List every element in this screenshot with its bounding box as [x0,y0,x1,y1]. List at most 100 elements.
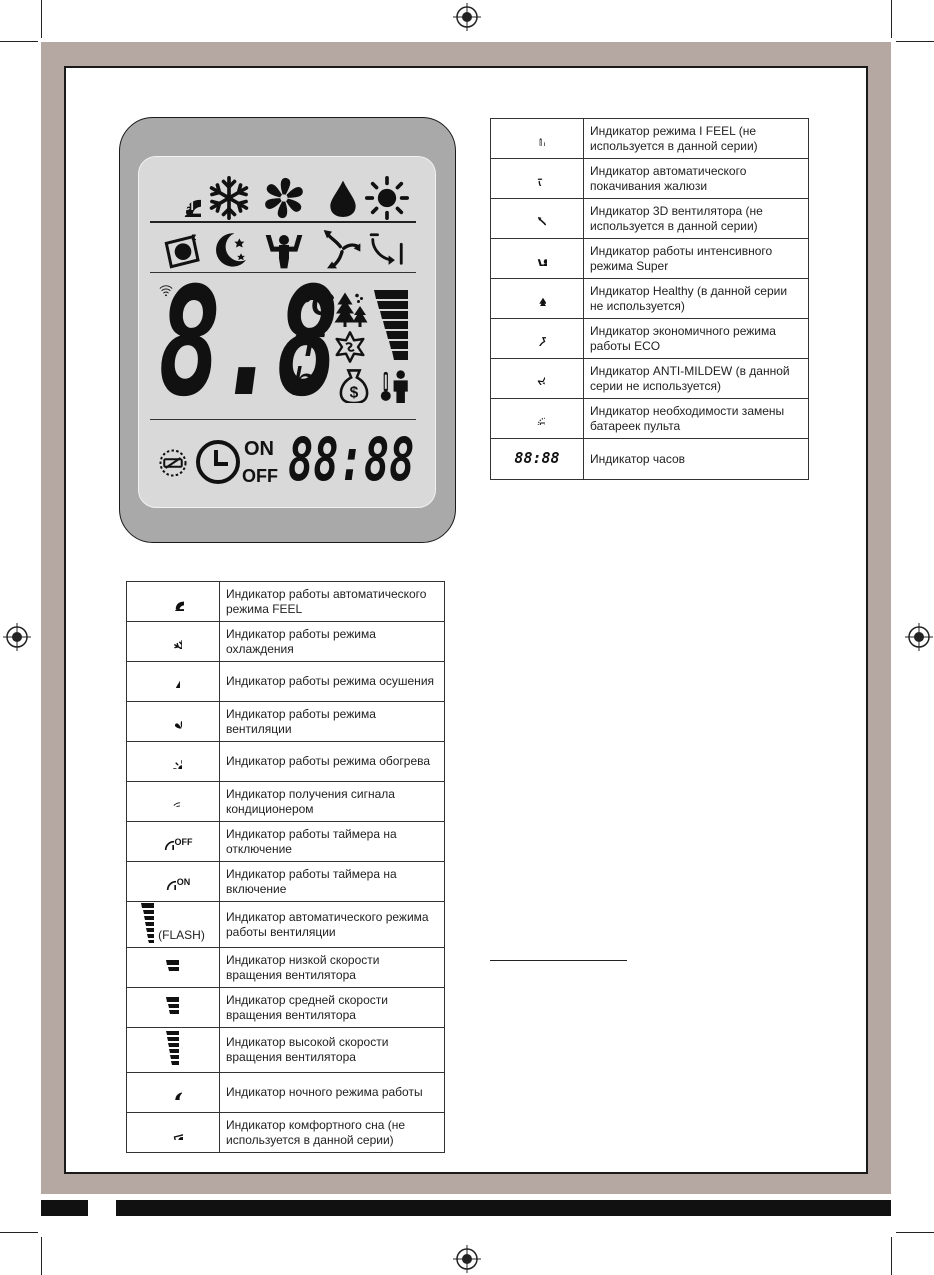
description-cell: Индикатор работы интенсивного режима Sup… [583,238,809,279]
table-row: Индикатор работы режима охлаждения [126,621,445,662]
icon-cell [126,581,220,622]
fan3d-icon [528,208,546,226]
icon-legend-table-right: Индикатор режима I FEEL (не используется… [490,118,809,480]
icon-legend-table-left: Индикатор работы автоматического режима … [126,581,445,1153]
battery-icon [529,409,545,425]
ifeel-icon [529,128,545,146]
registration-mark-left [3,623,31,651]
icon-cell [490,198,584,239]
sleep-icon [163,1122,183,1140]
registration-mark-top [453,3,481,31]
lcd-divider [150,221,416,223]
table-row: Индикатор необходимости замены батареек … [490,398,809,439]
icon-cell [126,987,220,1028]
description-cell: Индикатор работы режима вентиляции [219,701,445,742]
ifeel-icon [378,369,412,403]
table-row: Индикатор высокой скорости вращения вент… [126,1027,445,1073]
icon-label: 88:88 [514,449,560,467]
crop-mark [0,1232,38,1233]
celsius-label: °C [298,286,334,322]
icon-cell [490,318,584,359]
table-row: Индикатор средней скорости вращения вент… [126,987,445,1028]
crop-mark [0,41,38,42]
icon-cell: OFF [126,821,220,862]
table-row: Индикатор низкой скорости вращения венти… [126,947,445,988]
description-cell: Индикатор работы режима охлаждения [219,621,445,662]
clock-digits: 88:88 [288,425,415,495]
description-cell: Индикатор часов [583,438,809,480]
description-cell: Индикатор 3D вентилятора (не используетс… [583,198,809,239]
temperature-digits: 8.8 [158,256,339,430]
healthy-icon [333,291,369,327]
timer-on-icon: ON [156,870,191,890]
blank-line [490,960,627,961]
table-row: (FLASH) Индикатор автоматического режима … [126,901,445,948]
icon-label: (FLASH) [158,927,205,942]
super-icon [527,248,547,266]
description-cell: Индикатор получения сигнала кондиционеро… [219,781,445,822]
signal-icon [166,793,180,807]
description-cell: Индикатор средней скорости вращения вент… [219,987,445,1028]
icon-cell [490,118,584,159]
description-cell: Индикатор необходимости замены батареек … [583,398,809,439]
registration-mark-bottom [453,1245,481,1273]
description-cell: Индикатор работы режима осушения [219,661,445,702]
drop-icon [324,178,362,218]
fan-icon [164,711,182,729]
night-icon [164,1082,182,1100]
table-row: Индикатор 3D вентилятора (не используетс… [490,198,809,239]
table-row: Индикатор Healthy (в данной серии не исп… [490,278,809,319]
fan-medium-icon [166,996,180,1015]
description-cell: Индикатор высокой скорости вращения вент… [219,1027,445,1073]
fan-auto-icon: (FLASH) [141,902,205,943]
sun-icon [164,751,182,769]
crop-mark [41,0,42,38]
table-row: Индикатор ANTI-MILDEW (в данной серии не… [490,358,809,399]
crop-mark [896,1232,934,1233]
table-row: Индикатор режима I FEEL (не используется… [490,118,809,159]
crop-mark [41,1237,42,1275]
registration-mark-right [905,623,933,651]
icon-cell [126,661,220,702]
hours-label: h [292,360,315,404]
antimildew-icon [334,331,366,363]
icon-cell [126,621,220,662]
sun-icon [365,176,409,220]
lcd-divider [150,272,416,273]
table-row: Индикатор работы режима осушения [126,661,445,702]
icon-cell [490,278,584,319]
table-row: 88:88 Индикатор часов [490,438,809,480]
description-cell: Индикатор работы режима обогрева [219,741,445,782]
table-row: Индикатор ночного режима работы [126,1072,445,1113]
icon-cell [126,947,220,988]
timer-off-label: OFF [242,466,278,486]
snowflake-icon [164,631,182,649]
description-cell: Индикатор Healthy (в данной серии не исп… [583,278,809,319]
description-cell: Индикатор ANTI-MILDEW (в данной серии не… [583,358,809,399]
clock-icon [194,438,242,486]
eco-icon [337,369,371,403]
description-cell: Индикатор работы таймера на включение [219,861,445,902]
swing-icon [528,168,546,186]
table-row: Индикатор работы режима вентиляции [126,701,445,742]
description-cell: Индикатор автоматического режима работы … [219,901,445,948]
icon-label: ON [176,876,191,887]
table-row: Индикатор работы автоматического режима … [126,581,445,622]
feel-label: Feel [168,198,195,213]
drop-icon [166,672,180,688]
icon-cell: ON [126,861,220,902]
table-row: Индикатор работы интенсивного режима Sup… [490,238,809,279]
lcd-divider [150,419,416,420]
fan-icon [262,176,306,220]
footer-bar-left [41,1200,88,1216]
icon-cell [490,158,584,199]
antimildew-icon [529,369,545,385]
crop-mark [891,0,892,38]
table-row: Индикатор экономичного режима работы ECO [490,318,809,359]
table-row: Индикатор работы режима обогрева [126,741,445,782]
icon-cell [126,741,220,782]
table-row: Индикатор комфортного сна (не использует… [126,1112,445,1153]
icon-cell [126,1072,220,1113]
icon-cell [490,238,584,279]
